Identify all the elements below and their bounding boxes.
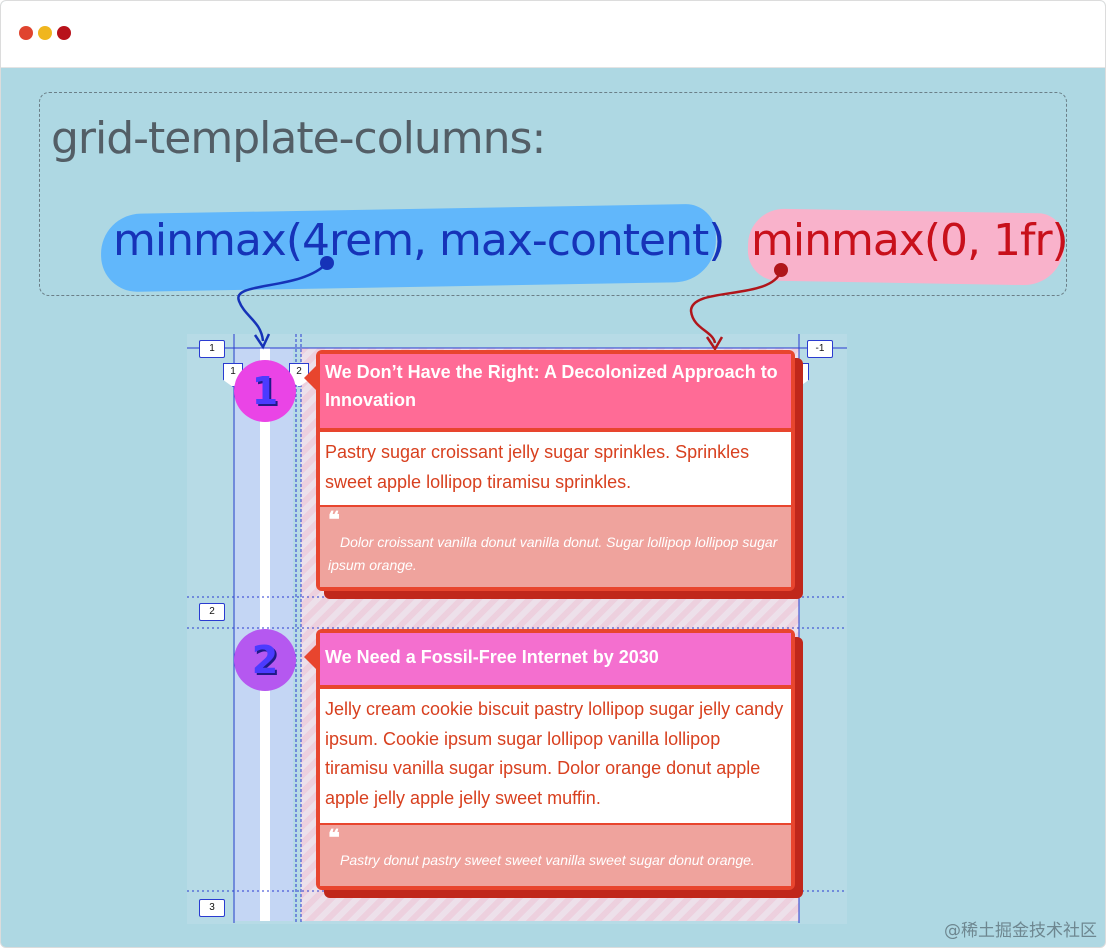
- article-card-1[interactable]: We Don’t Have the Right: A Decolonized A…: [304, 350, 795, 591]
- article-card-2[interactable]: We Need a Fossil-Free Internet by 2030 J…: [304, 629, 795, 890]
- watermark: @稀土掘金技术社区: [944, 921, 1097, 941]
- arrow-track1-head: [253, 333, 271, 350]
- card-quote: ❝ Pastry donut pastry sweet sweet vanill…: [320, 825, 791, 886]
- card-body: Pastry sugar croissant jelly sugar sprin…: [320, 432, 791, 505]
- css-property-label: grid-template-columns:: [51, 113, 546, 164]
- row-line-label-2: 2: [199, 603, 225, 621]
- arrow-track1: [237, 262, 328, 342]
- quote-text: Dolor croissant vanilla donut vanilla do…: [328, 534, 778, 573]
- quote-icon: ❝: [328, 507, 340, 532]
- zoom-dot[interactable]: [57, 26, 71, 40]
- row-line-label-end: -1: [807, 340, 833, 358]
- title-bar: [1, 1, 1105, 68]
- number-badge-2: 2: [234, 629, 296, 691]
- quote-text: Pastry donut pastry sweet sweet vanilla …: [340, 852, 755, 868]
- arrow-track2-head: [705, 336, 724, 352]
- row-line-label-3: 3: [199, 899, 225, 917]
- code-callout-box: [39, 92, 1067, 296]
- card-notch: [304, 366, 316, 390]
- close-dot[interactable]: [19, 26, 33, 40]
- card-notch: [304, 645, 316, 669]
- track1-value: minmax(4rem, max-content): [113, 215, 725, 266]
- arrow-track2-dot: [774, 263, 788, 277]
- track2-value: minmax(0, 1fr): [751, 215, 1069, 266]
- card-title[interactable]: We Don’t Have the Right: A Decolonized A…: [320, 354, 791, 428]
- quote-icon: ❝: [328, 825, 340, 850]
- arrow-track1-dot: [320, 256, 334, 270]
- row-line-label-1: 1: [199, 340, 225, 358]
- card-title[interactable]: We Need a Fossil-Free Internet by 2030: [320, 633, 791, 685]
- arrow-track2: [689, 270, 783, 344]
- minimize-dot[interactable]: [38, 26, 52, 40]
- number-badge-1: 1: [234, 360, 296, 422]
- card-body: Jelly cream cookie biscuit pastry lollip…: [320, 689, 791, 823]
- card-quote: ❝ Dolor croissant vanilla donut vanilla …: [320, 507, 791, 587]
